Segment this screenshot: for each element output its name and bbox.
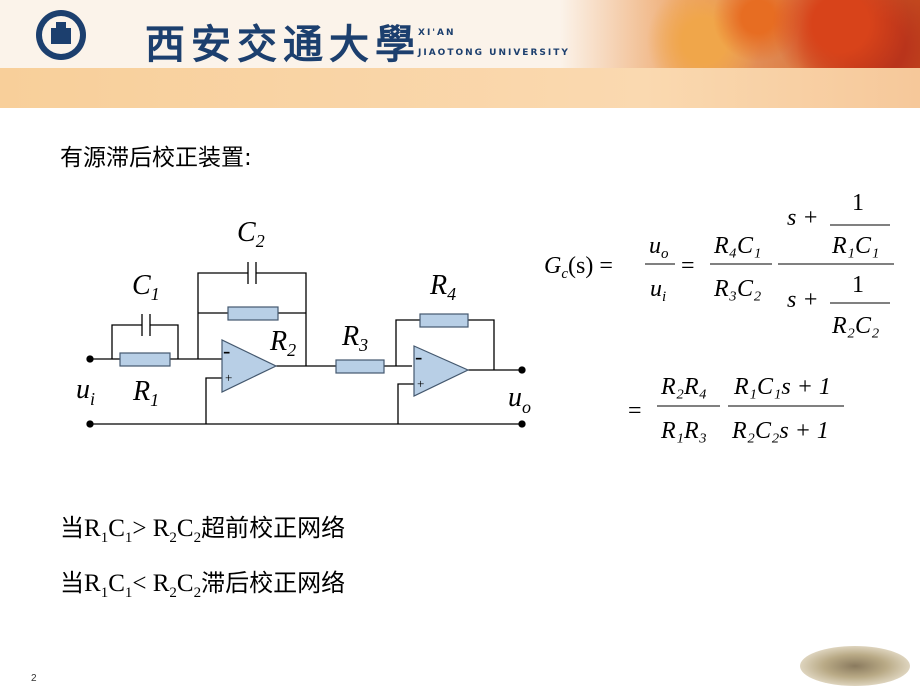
formula-lhs: Gc(s) = (544, 253, 613, 282)
resistor-r4 (419, 313, 469, 328)
formula-den1: R₃C₂ (713, 276, 761, 302)
header-autumn-photo (560, 0, 920, 68)
formula-eq1: = (681, 253, 695, 279)
slide-heading: 有源滞后校正装置: (60, 145, 252, 171)
condition-line-lead: 当R1C1> R2C2超前校正网络 (60, 514, 346, 546)
formula-s-plus-2: s + (787, 287, 819, 313)
university-seal-logo (36, 10, 86, 60)
op-amp-2-plus: + (417, 376, 424, 391)
op-amp-2 (413, 345, 470, 397)
page-number: 2 (31, 673, 37, 684)
formula-one-2: 1 (852, 272, 864, 298)
formula-den4: R₂C₂s + 1 (731, 418, 829, 444)
op-amp-1-plus: + (225, 370, 232, 385)
label-r2: R2 (269, 326, 296, 360)
formula-r1c1: R₁C₁ (831, 233, 879, 259)
resistor-r3 (335, 359, 385, 374)
op-amp-1-minus: - (223, 338, 230, 363)
label-uo: uo (508, 382, 531, 417)
school-name-english-line2: JIAOTONG UNIVERSITY (418, 48, 570, 58)
campus-gate-photo (800, 646, 910, 686)
formula-r2c2: R₂C₂ (831, 313, 879, 339)
resistor-r2 (227, 306, 279, 321)
label-c1: C1 (132, 270, 160, 304)
formula-s-plus-1: s + (787, 205, 819, 231)
circuit-diagram: - + - + C1 C2 R1 R2 R3 R4 ui uo (76, 217, 531, 428)
formula-uo: uo (649, 233, 669, 262)
label-r3: R3 (341, 321, 368, 355)
school-name-chinese: 西安交通大學 (145, 21, 421, 68)
formula-num3: R₂R₄ (660, 374, 707, 400)
formula-eq2: = (628, 398, 642, 424)
school-name-english-line1: XI'AN (418, 28, 456, 38)
transfer-function-formula: Gc(s) = uo ui = R₄C₁ R₃C₂ s + 1 R₁C₁ s +… (544, 190, 894, 444)
op-amp-1 (221, 339, 278, 393)
label-c2: C2 (237, 217, 265, 251)
formula-num1: R₄C₁ (713, 233, 761, 259)
header-orange-band (0, 68, 920, 108)
formula-num4: R₁C₁s + 1 (733, 374, 831, 400)
formula-den3: R₁R₃ (660, 418, 707, 444)
label-r1: R1 (132, 376, 159, 410)
condition-line-lag: 当R1C1< R2C2滞后校正网络 (60, 569, 346, 601)
label-ui: ui (76, 374, 95, 409)
resistor-r1 (119, 352, 171, 367)
op-amp-2-minus: - (415, 344, 422, 369)
formula-one-1: 1 (852, 190, 864, 216)
formula-ui: ui (650, 276, 666, 305)
label-r4: R4 (429, 270, 456, 304)
